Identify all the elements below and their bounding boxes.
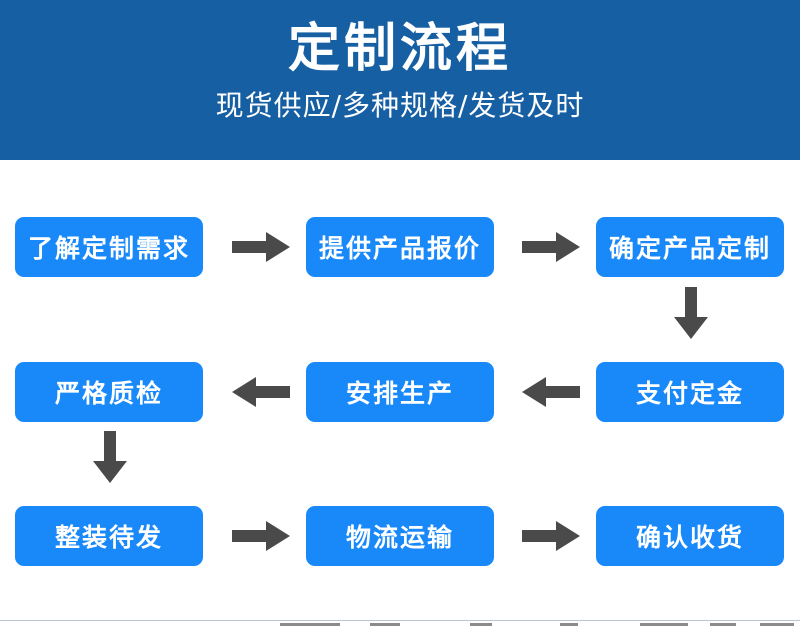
page-title: 定制流程 (287, 19, 512, 79)
flow-node-step-8[interactable]: 物流运输 (306, 506, 494, 566)
flow-node-step-5[interactable]: 安排生产 (306, 362, 494, 422)
flow-node-step-7[interactable]: 整装待发 (15, 506, 203, 566)
arrow-right-icon (522, 521, 580, 551)
next-section-edge (0, 620, 800, 626)
flow-node-step-4[interactable]: 支付定金 (596, 362, 784, 422)
flow-node-step-2[interactable]: 提供产品报价 (306, 217, 494, 277)
arrow-left-icon (232, 377, 290, 407)
arrow-right-icon (232, 521, 290, 551)
arrow-right-icon (522, 232, 580, 262)
arrow-left-icon (522, 377, 580, 407)
page-subtitle: 现货供应/多种规格/发货及时 (215, 89, 585, 122)
arrow-down-icon (674, 287, 708, 339)
arrow-down-icon (93, 431, 127, 483)
flow-node-step-3[interactable]: 确定产品定制 (596, 217, 784, 277)
arrow-right-icon (232, 232, 290, 262)
flow-diagram: 了解定制需求 提供产品报价 确定产品定制 严格质检 安排生产 (0, 160, 800, 612)
header-banner: 定制流程 现货供应/多种规格/发货及时 (0, 0, 800, 160)
flow-node-step-9[interactable]: 确认收货 (596, 506, 784, 566)
flow-node-step-1[interactable]: 了解定制需求 (15, 217, 203, 277)
flow-node-step-6[interactable]: 严格质检 (15, 362, 203, 422)
